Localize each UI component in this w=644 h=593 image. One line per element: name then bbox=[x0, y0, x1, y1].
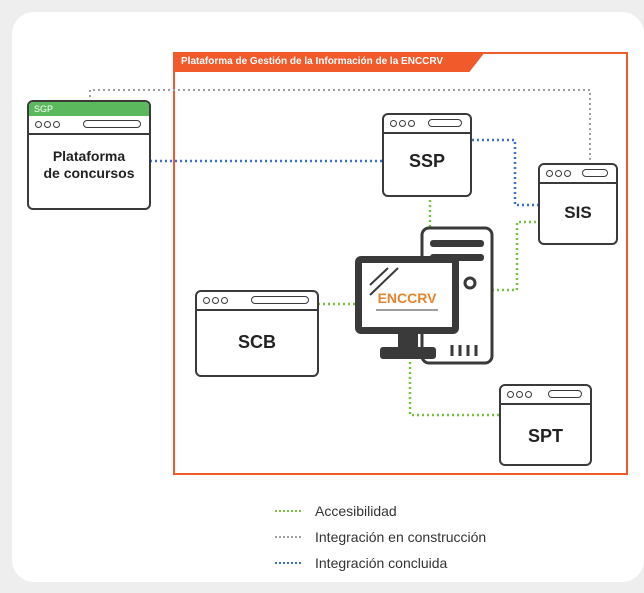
window-titlebar bbox=[540, 165, 616, 184]
window-dot-icon bbox=[212, 296, 219, 304]
legend-swatch-accesibilidad bbox=[275, 510, 301, 512]
window-dots bbox=[35, 119, 60, 129]
monitor-base bbox=[380, 347, 436, 359]
legend-label: Integración concluida bbox=[315, 555, 448, 571]
ssp-window: SSP bbox=[382, 113, 472, 197]
window-url-bar bbox=[83, 120, 141, 128]
window-url-bar bbox=[428, 119, 462, 127]
sgp-label-line1: Plataforma bbox=[52, 148, 126, 164]
window-url-bar bbox=[251, 296, 309, 304]
window-dot-icon bbox=[555, 169, 562, 177]
window-titlebar bbox=[29, 116, 149, 135]
window-dots bbox=[203, 295, 228, 305]
window-url-bar bbox=[582, 169, 608, 177]
window-dot-icon bbox=[53, 120, 60, 128]
window-url-bar bbox=[548, 390, 582, 398]
window-dots bbox=[390, 118, 415, 128]
sis-window: SIS bbox=[538, 163, 618, 245]
legend-item-construccion: Integración en construcción bbox=[275, 524, 486, 550]
legend-label: Accesibilidad bbox=[315, 503, 397, 519]
window-dot-icon bbox=[203, 296, 210, 304]
power-button-icon bbox=[463, 276, 477, 290]
legend-item-concluida: Integración concluida bbox=[275, 550, 486, 576]
window-dot-icon bbox=[525, 390, 532, 398]
legend-swatch-construccion bbox=[275, 536, 301, 538]
legend-item-accesibilidad: Accesibilidad bbox=[275, 498, 486, 524]
monitor-neck bbox=[398, 334, 418, 348]
window-titlebar bbox=[501, 386, 590, 405]
platform-title: Plataforma de Gestión de la Información … bbox=[173, 52, 485, 72]
legend: Accesibilidad Integración en construcció… bbox=[275, 498, 486, 576]
connector-ssp-sis-concluida bbox=[472, 138, 540, 207]
monitor-screen bbox=[362, 263, 452, 327]
window-dot-icon bbox=[221, 296, 228, 304]
spt-window: SPT bbox=[499, 384, 592, 466]
window-dots bbox=[507, 389, 532, 399]
window-dot-icon bbox=[44, 120, 51, 128]
window-dot-icon bbox=[390, 119, 397, 127]
tower-slot bbox=[430, 240, 484, 247]
window-dot-icon bbox=[564, 169, 571, 177]
enccrv-logo: ENCCRV bbox=[378, 290, 438, 306]
sgp-label: Plataforma de concursos bbox=[29, 148, 149, 182]
spt-label: SPT bbox=[527, 426, 563, 446]
sgp-window: SGP Plataforma de concursos bbox=[27, 100, 151, 210]
window-dot-icon bbox=[408, 119, 415, 127]
window-titlebar bbox=[197, 292, 317, 311]
window-dot-icon bbox=[546, 169, 553, 177]
window-dot-icon bbox=[507, 390, 514, 398]
window-titlebar bbox=[384, 115, 470, 134]
window-dot-icon bbox=[35, 120, 42, 128]
scb-window: SCB bbox=[195, 290, 319, 377]
window-dot-icon bbox=[399, 119, 406, 127]
sgp-label-line2: de concursos bbox=[43, 165, 135, 181]
window-dot-icon bbox=[516, 390, 523, 398]
sis-label: SIS bbox=[564, 203, 592, 222]
logo-subtitle-line bbox=[376, 309, 438, 311]
window-dots bbox=[546, 168, 571, 178]
legend-label: Integración en construcción bbox=[315, 529, 487, 545]
scb-label: SCB bbox=[237, 332, 276, 352]
sgp-tab: SGP bbox=[29, 102, 149, 116]
legend-swatch-concluida bbox=[275, 562, 301, 564]
ssp-label: SSP bbox=[408, 151, 446, 171]
